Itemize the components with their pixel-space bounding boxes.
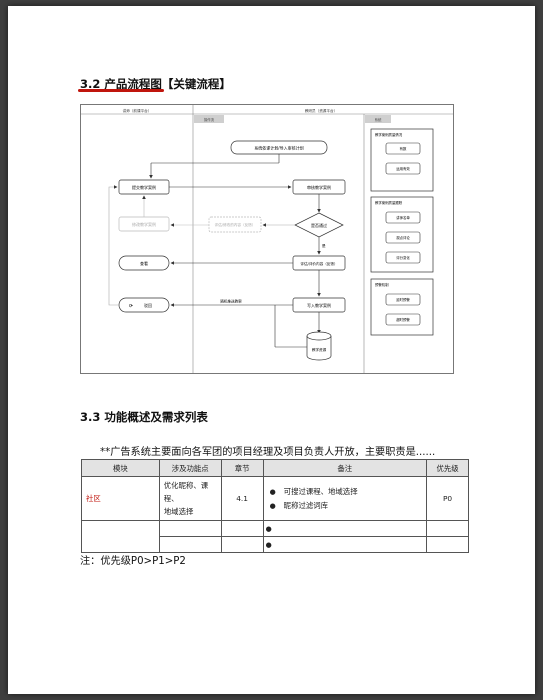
group-2-title: 预警机制 [375,282,389,287]
table-header-row: 模块 涉及功能点 章节 备注 优先级 [81,459,469,477]
node-reject: 驳回 [144,302,152,308]
group-1-item-2: 评分变化 [396,255,410,260]
node-review: 审核教学案例 [307,184,331,190]
flow-diagram-svg: 讲师（前课平台） 教研员（资源平台） 操作流 系统 系统依课计划/导入审核计划 … [81,105,453,373]
cell-empty [220,536,264,553]
node-db: 教学资源 [312,347,327,352]
cell-empty [158,536,222,553]
requirements-table: 模块 涉及功能点 章节 备注 优先级 社区 优化昵称、课程、 地域选择 4.1 … [81,459,469,553]
lane-left-label: 讲师（前课平台） [123,108,152,113]
group-0-title: 教学案例质量情况 [375,132,403,137]
node-modify: 修改教学案例 [132,221,156,227]
section-title-3-2: 3.2 产品流程图【关键流程】 [80,77,231,91]
th-note: 备注 [262,459,428,477]
cell-note-empty: ● [262,520,428,537]
lane-right-label: 教研员（资源平台） [305,108,337,113]
sublane-right-label: 系统 [375,117,382,122]
node-eval-content: 评估/评价内容（反馈） [300,261,337,266]
th-module: 模块 [81,459,160,477]
cell-features-line-2: 地域选择 [163,507,194,516]
bullet: ● [269,501,276,510]
group-0-item-1: 运用有效 [396,166,410,171]
cell-priority: P0 [426,476,469,521]
cell-empty [158,520,222,537]
cell-features-line-1: 优化昵称、课程、 [163,481,209,503]
group-2-item-1: 超时预警 [396,317,410,322]
group-1-title: 教学案例质量跟踪 [375,200,403,205]
reject-refresh-icon: ⟳ [129,304,134,310]
cell-note-line-1: 可搜过课程、地域选择 [283,486,358,496]
cell-empty [426,536,469,553]
th-section: 章节 [220,459,264,477]
label-push: 随机推送教案 [220,299,242,304]
cell-section: 4.1 [220,476,264,521]
table-row: 社区 优化昵称、课程、 地域选择 4.1 ● 可搜过课程、地域选择 ● 昵称过滤词库… [81,476,469,521]
th-priority: 优先级 [426,459,469,477]
section-title-3-3: 3.3 功能概述及需求列表 [80,410,208,424]
label-yes: 是 [322,243,326,248]
table-row: ● [81,520,469,553]
group-2-item-0: 延时预警 [396,297,410,302]
red-underline [78,89,164,92]
node-pass: 是否通过 [311,222,327,228]
table-row: ● [82,536,469,553]
cell-empty [426,520,469,537]
node-save-db: 写入教学案例 [307,302,331,308]
node-eval-edit: 评估/修改的内容（反馈） [215,222,256,227]
group-0-item-0: 有数 [400,146,407,151]
bullet: ● [265,541,272,549]
cell-note: ● 可搜过课程、地域选择 ● 昵称过滤词库 [262,476,428,521]
cell-empty [220,520,264,537]
priority-note: 注：优先级P0>P1>P2 [80,556,186,567]
sublane-mid-label: 操作流 [204,117,215,122]
node-view: 查看 [140,260,148,266]
node-submit: 提交教学案例 [132,184,156,190]
cell-note-empty: ● [262,536,428,553]
node-start: 系统依课计划/导入审核计划 [254,145,303,151]
intro-paragraph: **广告系统主要面向各军团的项目经理及项目负责人开放，主要职责是...... [100,447,436,458]
cell-note-line-2: 昵称过滤词库 [283,500,329,510]
th-features: 涉及功能点 [158,459,222,477]
bullet: ● [265,525,272,533]
document-page: 3.2 产品流程图【关键流程】 讲师（前课平台） 教研员（资源平台） 操作流 系… [8,6,535,694]
cell-features: 优化昵称、课程、 地域选择 [158,476,222,521]
cell-module: 社区 [81,476,160,521]
cell-empty [81,520,160,553]
bullet: ● [269,487,276,496]
group-1-item-1: 观点评论 [396,235,410,240]
group-1-item-0: 讲师名单 [396,215,410,220]
flow-diagram: 讲师（前课平台） 教研员（资源平台） 操作流 系统 系统依课计划/导入审核计划 … [80,104,454,374]
